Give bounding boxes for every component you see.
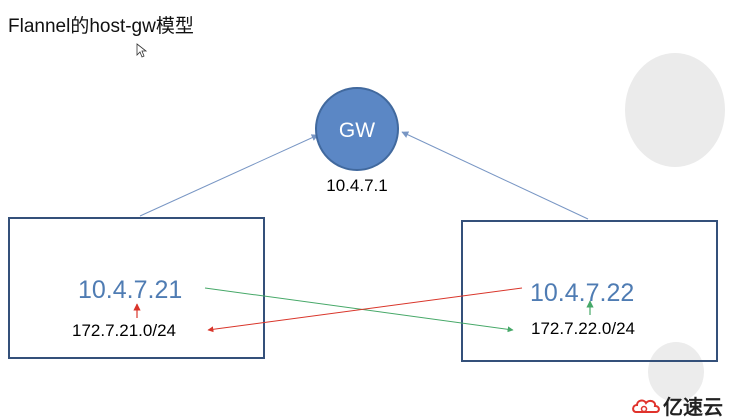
gateway-ip: 10.4.7.1 <box>326 176 387 195</box>
host-ip-right: 10.4.7.22 <box>530 279 634 307</box>
host-box-left <box>8 217 265 359</box>
uplink-right-arrow <box>401 131 589 220</box>
watermark-logo-icon <box>632 399 660 413</box>
watermark-text: 亿速云 <box>663 395 723 418</box>
uplink-left-arrow <box>139 134 319 217</box>
subnet-left: 172.7.21.0/24 <box>72 321 176 340</box>
route-arrow-red <box>207 287 523 333</box>
gateway-label: GW <box>339 119 375 142</box>
decorative-circle-top <box>625 53 725 167</box>
watermark: 亿速云 <box>632 395 723 418</box>
gateway-circle <box>315 87 399 171</box>
gateway-node: GW <box>315 87 399 171</box>
mouse-cursor-icon <box>136 43 148 58</box>
subnet-right: 172.7.22.0/24 <box>531 319 635 338</box>
page-title: Flannel的host-gw模型 <box>8 15 194 37</box>
decorative-circle-bottom <box>648 342 704 402</box>
route-arrow-green <box>204 287 514 333</box>
host-box-right <box>461 220 718 362</box>
host-ip-left: 10.4.7.21 <box>78 276 182 304</box>
